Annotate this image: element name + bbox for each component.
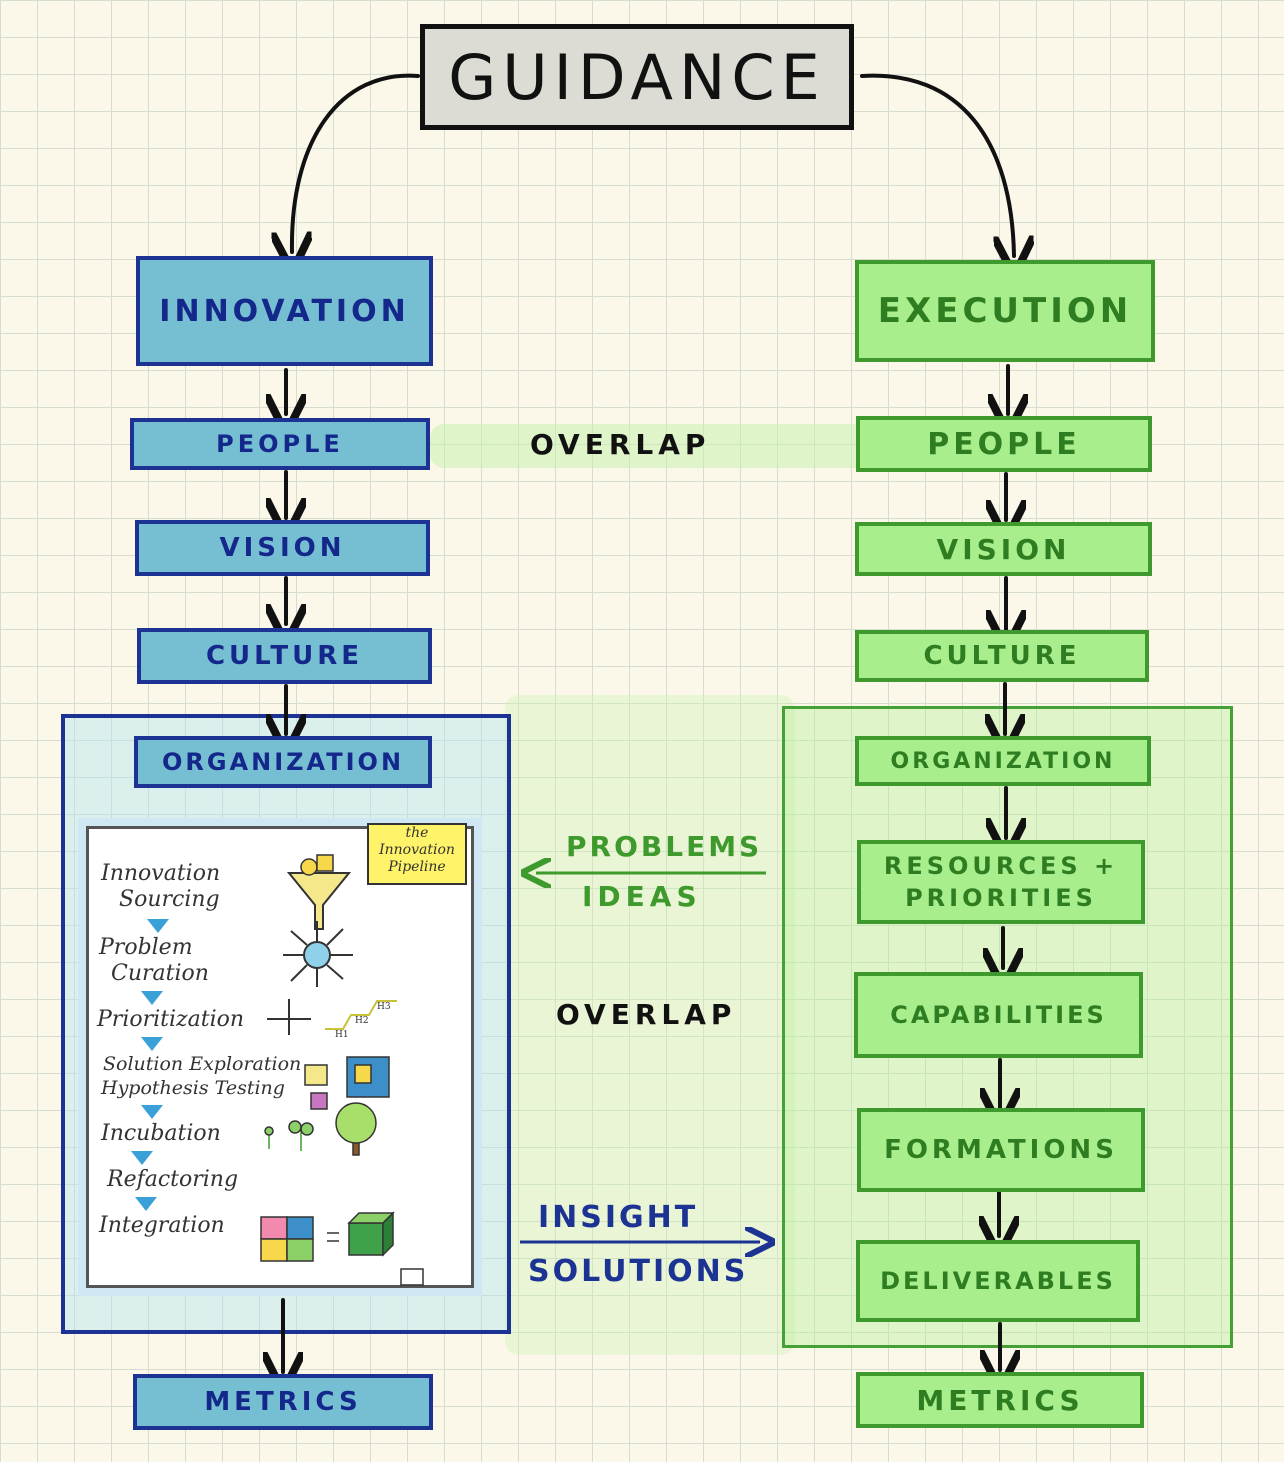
execution-people-label: PEOPLE: [927, 426, 1081, 462]
pipeline-tag-line3: Pipeline: [388, 859, 446, 875]
down-arrow-icon: [141, 991, 163, 1005]
priority-chart-icon: [267, 999, 397, 1035]
pipeline-tag-line1: the: [405, 825, 429, 841]
pipeline-step: Hypothesis Testing: [101, 1077, 285, 1099]
execution-metrics-box: METRICS: [856, 1372, 1144, 1428]
execution-organization-box: ORGANIZATION: [855, 736, 1151, 786]
down-arrow-icon: [131, 1151, 153, 1165]
execution-people-box: PEOPLE: [856, 416, 1152, 472]
execution-resources-label: RESOURCES +: [883, 852, 1119, 880]
pipeline-step: Integration: [99, 1213, 225, 1238]
execution-heading: EXECUTION: [877, 291, 1133, 331]
innovation-culture-box: CULTURE: [137, 628, 432, 684]
pipeline-step: Prioritization: [97, 1007, 245, 1032]
pipeline-sketch-icons: H1 H2 H3: [260, 854, 424, 1286]
overlap-label-top: OVERLAP: [530, 428, 711, 461]
execution-vision-label: VISION: [936, 532, 1071, 566]
innovation-metrics-box: METRICS: [133, 1374, 433, 1430]
network-icon: [283, 921, 353, 987]
pipeline-step: Solution Exploration: [103, 1053, 302, 1075]
guidance-box: GUIDANCE: [420, 24, 854, 130]
pipeline-step: Curation: [111, 961, 209, 986]
innovation-box: INNOVATION: [136, 256, 433, 366]
execution-deliverables-box: DELIVERABLES: [856, 1240, 1140, 1322]
innovation-vision-box: VISION: [135, 520, 430, 576]
pipeline-tag-line2: Innovation: [379, 842, 455, 858]
execution-deliverables-label: DELIVERABLES: [880, 1267, 1116, 1295]
execution-box: EXECUTION: [855, 260, 1155, 362]
innovation-culture-label: CULTURE: [205, 641, 364, 671]
innovation-heading: INNOVATION: [159, 293, 410, 329]
execution-priorities-label: PRIORITIES: [905, 884, 1097, 912]
overlap-band: [430, 424, 870, 468]
down-arrow-icon: [141, 1037, 163, 1051]
puzzle-icon: [304, 1056, 390, 1110]
execution-metrics-label: METRICS: [916, 1383, 1084, 1417]
pipeline-tag: the Innovation Pipeline: [367, 823, 467, 885]
execution-culture-box: CULTURE: [855, 630, 1149, 682]
innovation-people-label: PEOPLE: [216, 430, 344, 458]
down-arrow-icon: [135, 1197, 157, 1211]
execution-capabilities-label: CAPABILITIES: [890, 1001, 1107, 1029]
pipeline-step: Innovation: [101, 861, 221, 886]
execution-vision-box: VISION: [855, 522, 1152, 576]
chart-label-h1: H1: [335, 1030, 349, 1040]
problems-label: PROBLEMS: [566, 830, 763, 863]
signature-icon: [400, 1268, 424, 1286]
pipeline-step: Problem: [99, 935, 193, 960]
execution-culture-label: CULTURE: [923, 641, 1081, 671]
pipeline-step: Incubation: [101, 1121, 221, 1146]
execution-organization-label: ORGANIZATION: [890, 748, 1116, 774]
chart-label-h3: H3: [377, 1002, 391, 1012]
ideas-label: IDEAS: [582, 880, 702, 913]
growth-icon: [264, 1102, 377, 1156]
solutions-label: SOLUTIONS: [528, 1254, 749, 1289]
overlap-label-mid: OVERLAP: [556, 998, 737, 1031]
down-arrow-icon: [141, 1105, 163, 1119]
funnel-icon: [286, 854, 352, 930]
innovation-organization-box: ORGANIZATION: [134, 736, 432, 788]
innovation-organization-label: ORGANIZATION: [161, 748, 405, 776]
down-arrow-icon: [147, 919, 169, 933]
integration-icon: [260, 1211, 395, 1262]
execution-resources-box: RESOURCES + PRIORITIES: [857, 840, 1145, 924]
chart-label-h2: H2: [355, 1016, 369, 1026]
guidance-title: GUIDANCE: [448, 40, 826, 114]
execution-formations-box: FORMATIONS: [857, 1108, 1145, 1192]
innovation-pipeline-image: the Innovation Pipeline Innovation Sourc…: [86, 823, 474, 1288]
insight-label: INSIGHT: [538, 1200, 699, 1235]
innovation-metrics-label: METRICS: [204, 1387, 362, 1417]
pipeline-step: Refactoring: [107, 1167, 239, 1192]
innovation-people-box: PEOPLE: [130, 418, 430, 470]
pipeline-step: Sourcing: [119, 887, 220, 912]
innovation-vision-label: VISION: [219, 533, 346, 563]
execution-formations-label: FORMATIONS: [884, 1135, 1118, 1165]
execution-capabilities-box: CAPABILITIES: [854, 972, 1143, 1058]
